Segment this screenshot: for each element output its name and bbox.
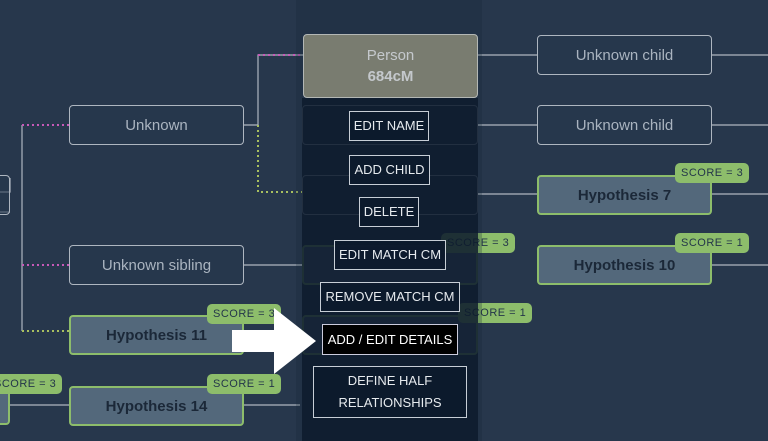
menu-add-child[interactable]: ADD CHILD [349,155,430,185]
node-unknown[interactable]: Unknown [69,105,244,145]
menu-define-half-relationships[interactable]: DEFINE HALF RELATIONSHIPS [313,366,467,418]
score-badge-left-edge: SCORE = 3 [0,374,63,394]
person-cm: 684cM [367,68,414,85]
node-hypothesis-10[interactable]: Hypothesis 10 [537,245,712,285]
score-badge-hypothesis-11: SCORE = 3 [207,304,282,324]
person-label: Person [366,47,415,64]
score-badge-hypothesis-7: SCORE = 3 [675,163,750,183]
menu-remove-match-cm[interactable]: REMOVE MATCH CM [320,282,460,312]
node-unknown-child-2[interactable]: Unknown child [537,105,712,145]
node-unknown-child-1[interactable]: Unknown child [537,35,712,75]
node-person-selected[interactable]: Person 684cM [303,34,478,98]
menu-delete[interactable]: DELETE [359,197,419,227]
menu-edit-name[interactable]: EDIT NAME [349,111,429,141]
node-unknown-sibling[interactable]: Unknown sibling [69,245,244,285]
arrow-right-icon [232,308,316,374]
partial-node-left[interactable] [0,175,10,215]
score-badge-hypothesis-10: SCORE = 1 [675,233,750,253]
score-badge-hypothesis-14: SCORE = 1 [207,374,282,394]
menu-edit-match-cm[interactable]: EDIT MATCH CM [334,240,446,270]
node-hypothesis-11[interactable]: Hypothesis 11 [69,315,244,355]
menu-add-edit-details[interactable]: ADD / EDIT DETAILS [322,324,458,355]
